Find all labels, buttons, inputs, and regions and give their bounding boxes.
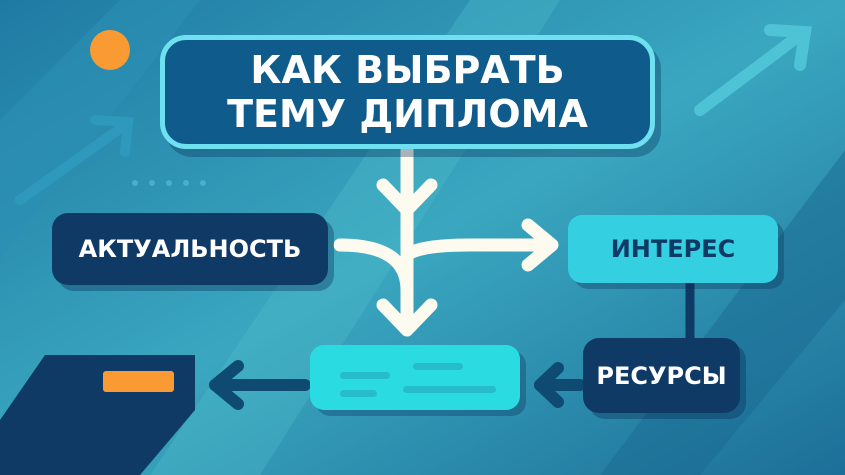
node-relevance-label: АКТУАЛЬНОСТЬ bbox=[78, 235, 302, 263]
arrow-up-right-icon bbox=[694, 24, 812, 116]
text-line bbox=[340, 390, 377, 397]
node-interest: ИНТЕРЕС bbox=[568, 215, 778, 283]
node-resources-label: РЕСУРСЫ bbox=[596, 361, 727, 390]
result-card bbox=[310, 345, 520, 410]
title-line-2: ТЕМУ ДИПЛОМА bbox=[227, 92, 588, 136]
orange-dot bbox=[90, 30, 130, 70]
text-line bbox=[413, 363, 463, 370]
node-resources: РЕСУРСЫ bbox=[583, 338, 740, 413]
text-line bbox=[340, 372, 390, 379]
orange-bar bbox=[103, 371, 174, 392]
arrow-left-icon bbox=[209, 360, 586, 410]
title-box: КАК ВЫБРАТЬ ТЕМУ ДИПЛОМА bbox=[160, 35, 655, 149]
flow-arrows bbox=[333, 143, 559, 337]
text-line bbox=[403, 386, 496, 393]
title-line-1: КАК ВЫБРАТЬ bbox=[250, 48, 565, 92]
node-interest-label: ИНТЕРЕС bbox=[610, 235, 736, 263]
node-relevance: АКТУАЛЬНОСТЬ bbox=[52, 213, 328, 285]
